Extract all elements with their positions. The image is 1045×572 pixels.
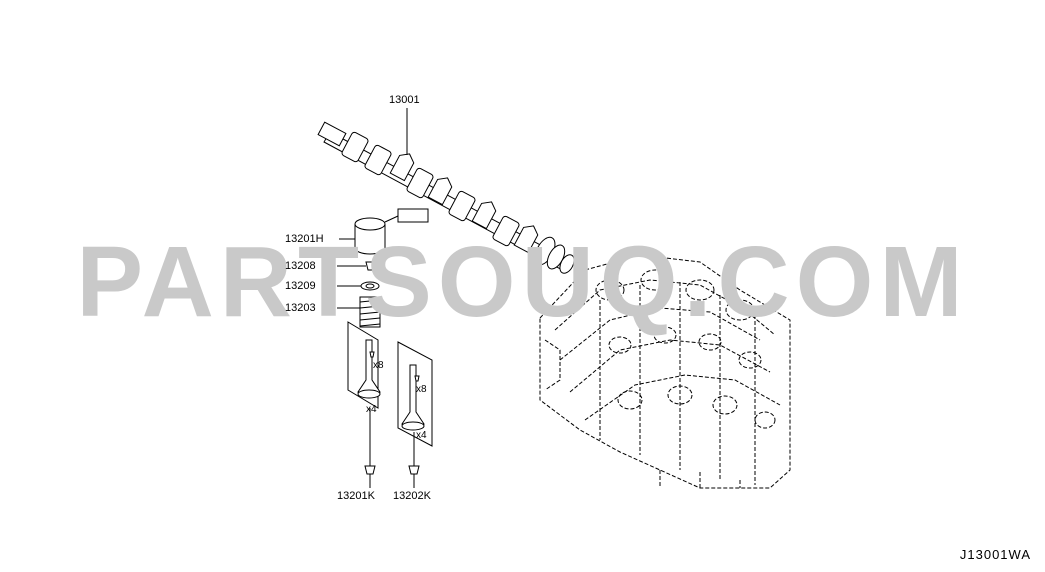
part-label-camshaft[interactable]: 13001 xyxy=(389,94,420,106)
diagram-code: J13001WA xyxy=(959,547,1031,562)
part-label-collet[interactable]: 13208 xyxy=(285,260,316,272)
part-label-exhaust-valve[interactable]: 13202K xyxy=(393,490,431,502)
note-box xyxy=(397,208,429,223)
camshaft xyxy=(317,121,575,274)
part-label-intake-valve[interactable]: 13201K xyxy=(337,490,375,502)
intake-valves-qty: x4 xyxy=(366,404,377,415)
part-label-spring[interactable]: 13203 xyxy=(285,302,316,314)
intake-valve-panel xyxy=(347,321,381,488)
valve-collet xyxy=(365,261,375,271)
valve-spring xyxy=(359,296,381,328)
valve-lifter xyxy=(354,217,386,255)
exhaust-collets-qty: x8 xyxy=(416,384,427,395)
cylinder-head-outline xyxy=(539,254,791,489)
exhaust-valve-panel xyxy=(397,341,433,488)
part-label-retainer[interactable]: 13209 xyxy=(285,280,316,292)
part-label-lifter[interactable]: 13201H xyxy=(285,233,324,245)
intake-collets-qty: x8 xyxy=(373,360,384,371)
spring-retainer xyxy=(360,281,380,291)
leader-lines xyxy=(337,108,408,309)
exhaust-valves-qty: x4 xyxy=(416,430,427,441)
